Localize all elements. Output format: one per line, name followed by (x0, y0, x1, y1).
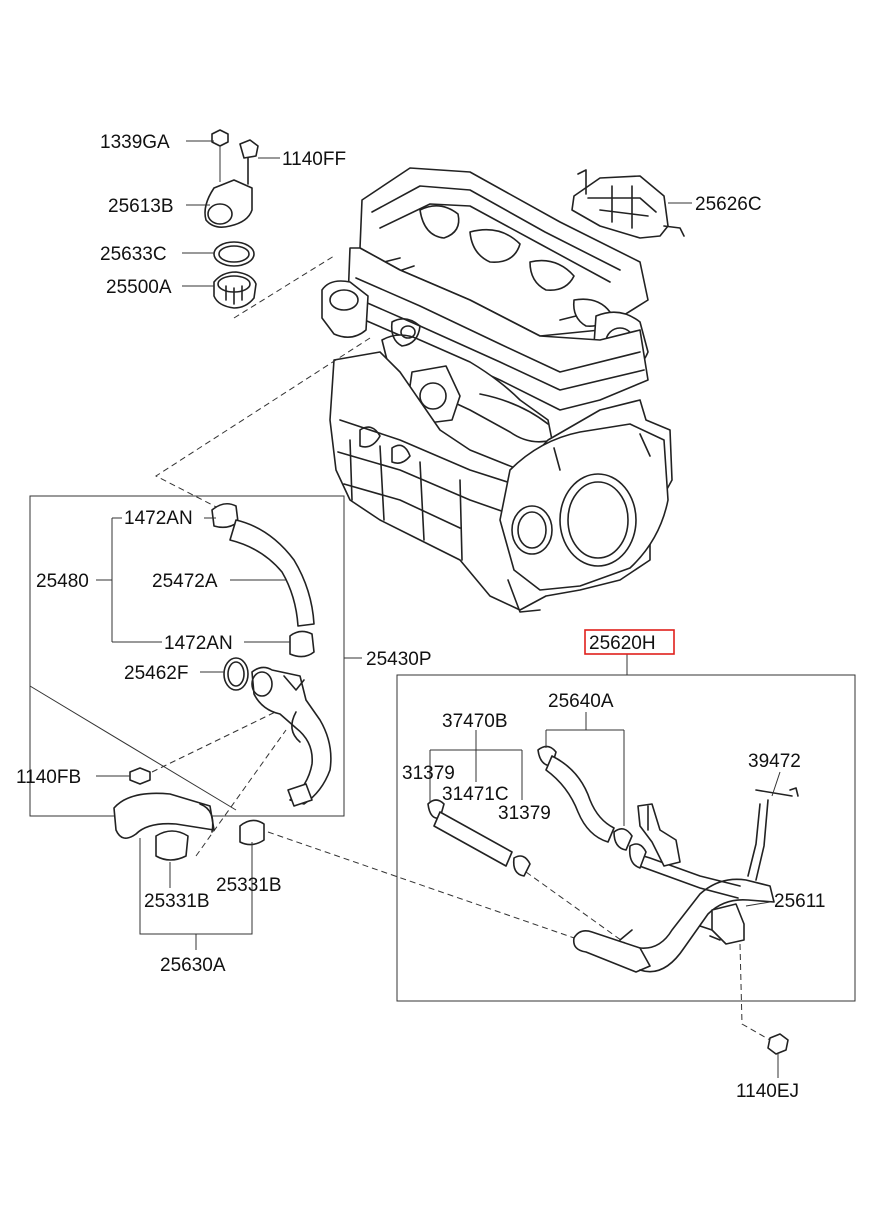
bolt-1140FF (239, 139, 259, 159)
label-25630A[interactable]: 25630A (160, 955, 226, 976)
label-25480[interactable]: 25480 (36, 571, 89, 592)
upper-hose-25472A (211, 502, 315, 658)
label-25462F[interactable]: 25462F (124, 663, 188, 684)
label-1339GA[interactable]: 1339GA (100, 132, 170, 153)
pipe-25611 (572, 787, 799, 973)
dashed-leader-bolt-1140EJ (739, 943, 771, 1041)
label-25500A[interactable]: 25500A (106, 277, 172, 298)
highlight-box-25620H (584, 629, 675, 655)
assembly-box-25620H (396, 674, 856, 1002)
label-25626C[interactable]: 25626C (695, 194, 762, 215)
bracket-25626C (571, 169, 685, 239)
thermostat-cover-25613B (204, 179, 253, 228)
part-labels: 1339GA 1140FF 25613B 25633C 25500A 25626… (16, 132, 825, 1102)
assembly-box-25430P-diagonal (29, 685, 237, 811)
dashed-leader-hose-to-pipe (267, 831, 581, 941)
label-25611[interactable]: 25611 (774, 891, 825, 912)
label-31471C[interactable]: 31471C (442, 784, 509, 805)
dashed-leader-clamp-to-pipe (525, 871, 633, 949)
label-31379-left[interactable]: 31379 (402, 763, 455, 784)
gasket-25462F (223, 657, 249, 691)
label-25613B[interactable]: 25613B (108, 196, 174, 217)
bolt-1140FB (129, 767, 151, 785)
thermostat-group (204, 129, 259, 309)
label-25331B-left[interactable]: 25331B (144, 891, 210, 912)
label-25331B-right[interactable]: 25331B (216, 875, 282, 896)
label-25430P[interactable]: 25430P (366, 649, 432, 670)
label-25633C[interactable]: 25633C (100, 244, 167, 265)
engine-block-illustration (321, 167, 673, 613)
hose-31471C (427, 799, 531, 877)
gasket-25633C (213, 241, 255, 267)
thermostat-25500A (213, 271, 257, 309)
label-25640A[interactable]: 25640A (548, 691, 614, 712)
label-39472[interactable]: 39472 (748, 751, 801, 772)
label-31379-right[interactable]: 31379 (498, 803, 551, 824)
hose-25640A (537, 745, 633, 851)
label-25472A[interactable]: 25472A (152, 571, 218, 592)
label-25620H[interactable]: 25620H (589, 633, 656, 654)
lower-hose-25630A (113, 792, 265, 861)
label-1140FB[interactable]: 1140FB (16, 767, 81, 788)
nut-1339GA (211, 129, 229, 147)
label-1472AN-bottom[interactable]: 1472AN (164, 633, 233, 654)
leader-lines (96, 140, 781, 1078)
label-1140FF[interactable]: 1140FF (282, 149, 346, 170)
water-outlet-25430P (251, 666, 332, 807)
label-37470B[interactable]: 37470B (442, 711, 508, 732)
label-1140EJ[interactable]: 1140EJ (736, 1081, 799, 1102)
dashed-leader-hose-lower (195, 729, 287, 857)
dashed-leader-head-to-hose (155, 337, 371, 513)
label-1472AN-top[interactable]: 1472AN (124, 508, 193, 529)
dashed-leader-bolt-1140FB (151, 699, 301, 773)
bolt-1140EJ (767, 1033, 789, 1055)
